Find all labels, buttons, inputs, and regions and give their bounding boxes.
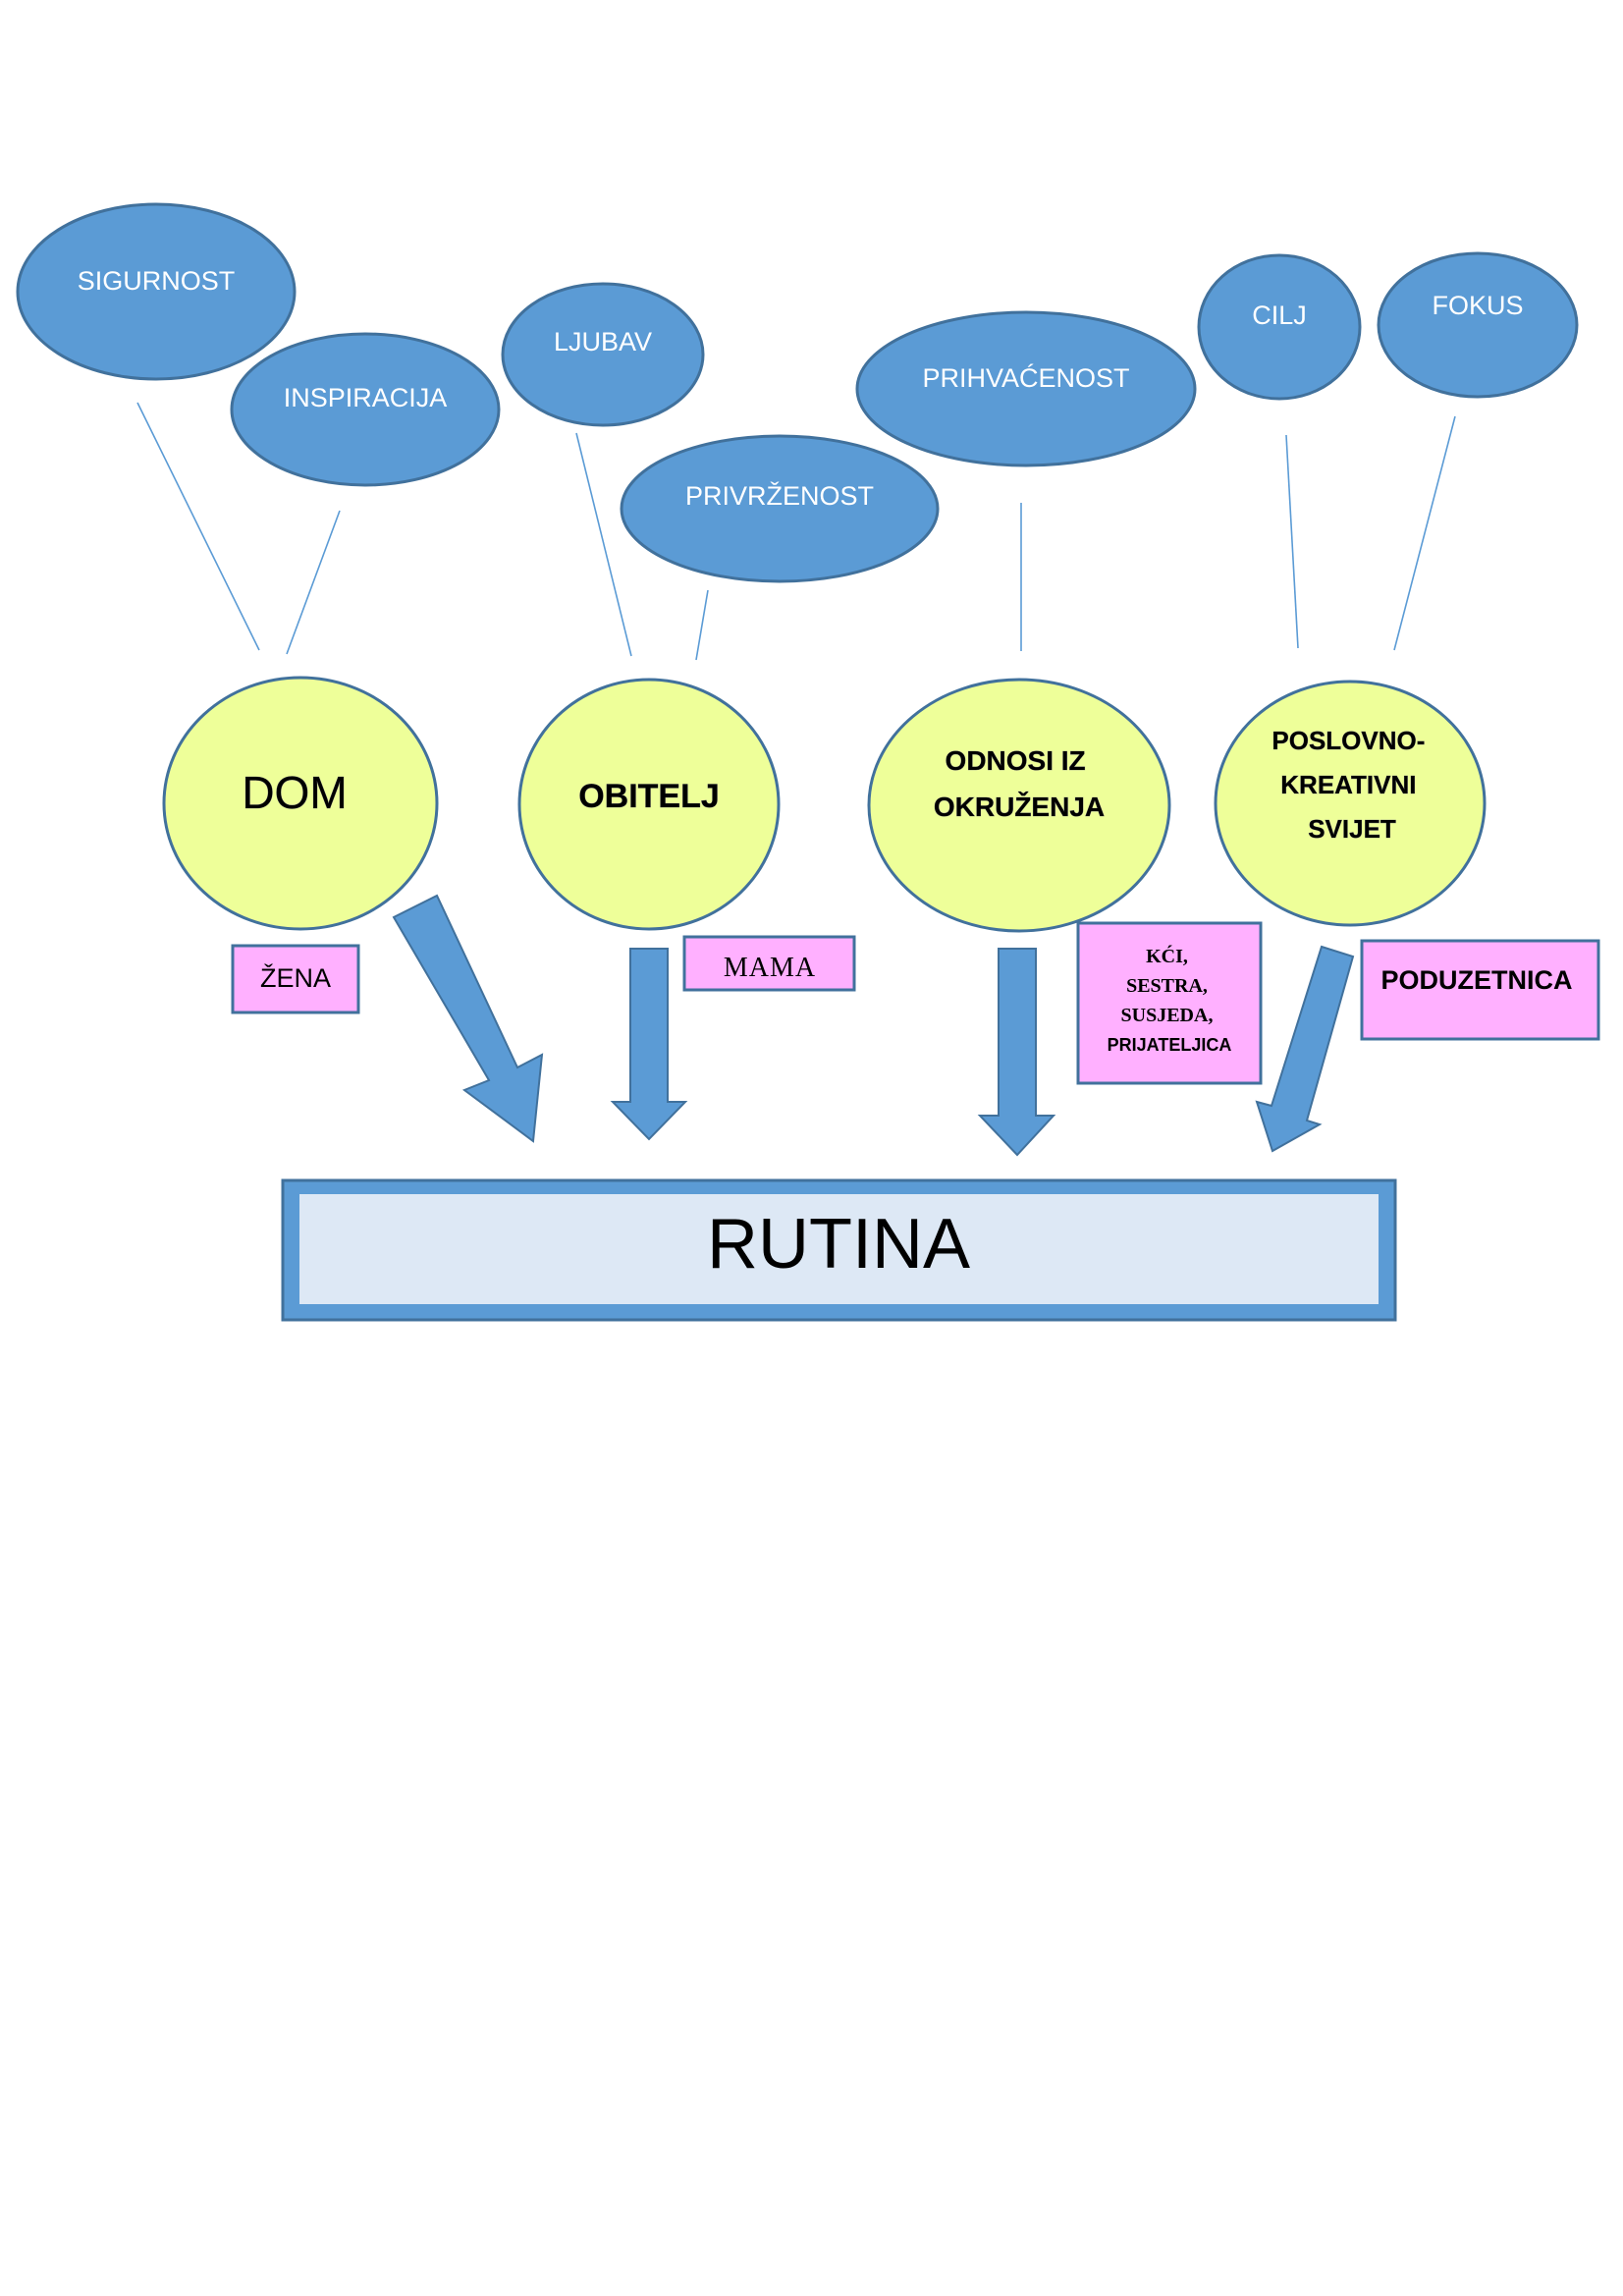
circle-label: POSLOVNO- KREATIVNI SVIJET [1271,726,1432,844]
value-oval-fokus: FOKUS [1377,251,1579,399]
oval-label: INSPIRACIJA [284,383,448,412]
role-text: KĆI, SESTRA, SUSJEDA, PRIJATELJICA [1108,944,1232,1055]
rutina-label: RUTINA [707,1205,970,1284]
connector-privrzenost-obitelj [695,589,709,661]
circle-label: DOM [242,767,347,818]
connectors [136,402,1456,661]
value-oval-inspiracija: INSPIRACIJA [230,332,501,487]
role-label-mama: MAMA [682,935,856,992]
role-label-zena: ŽENA [231,944,360,1014]
circle-label: ODNOSI IZ OKRUŽENJA [934,745,1105,822]
area-circle-poslovno-kreativni-svijet: POSLOVNO- KREATIVNI SVIJET [1214,680,1487,927]
area-circle-obitelj: OBITELJ [517,678,781,931]
oval-label: PRIHVAĆENOST [922,362,1129,393]
circle-label: OBITELJ [578,778,720,815]
value-oval-ljubav: LJUBAV [501,282,705,427]
connector-inspiracija-dom [286,510,341,655]
arrow-obitelj-to-rutina [610,948,688,1141]
arrow-odnosi-to-rutina [977,948,1056,1157]
connector-sigurnost-dom [136,402,260,651]
value-oval-privrzenost: PRIVRŽENOST [620,434,940,583]
connector-fokus-poslovno [1393,415,1456,651]
arrow-dom-to-rutina [392,894,544,1143]
oval-label: CILJ [1252,301,1307,330]
oval-label: PRIVRŽENOST [685,480,874,511]
value-oval-cilj: CILJ [1197,253,1362,401]
area-circle-odnosi-iz-okruzenja: ODNOSI IZ OKRUŽENJA [867,678,1171,933]
oval-label: SIGURNOST [78,266,236,296]
role-text: MAMA [724,953,816,983]
role-label-poduzetnica: PODUZETNICA [1360,939,1600,1041]
connector-ljubav-obitelj [575,432,632,657]
role-label-kci-sestra-susjeda-prijateljica: KĆI, SESTRA, SUSJEDA, PRIJATELJICA [1076,921,1263,1085]
value-oval-prihvacenost: PRIHVAĆENOST [855,310,1197,467]
rutina-box: RUTINA [281,1178,1397,1322]
role-text: PODUZETNICA [1381,965,1573,995]
connector-cilj-poslovno [1285,434,1299,649]
oval-label: LJUBAV [554,327,652,356]
role-text: ŽENA [260,962,331,993]
value-oval-sigurnost: SIGURNOST [16,202,297,381]
area-circle-dom: DOM [162,676,439,931]
arrow-poslovno-to-rutina [1255,945,1355,1153]
oval-label: FOKUS [1432,291,1523,320]
